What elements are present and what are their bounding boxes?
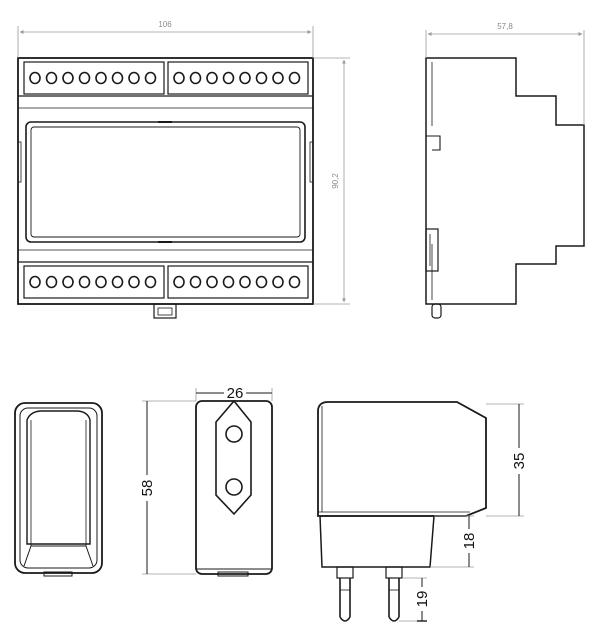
terminal-screw <box>239 71 251 85</box>
dim-plug-base: 18 <box>430 515 478 568</box>
dim-din-depth-label: 57,8 <box>497 22 513 31</box>
terminal-screw <box>255 275 268 289</box>
dim-pin-length-label: 19 <box>414 591 431 608</box>
dim-plug-width: 26 <box>195 384 273 402</box>
adapter-back-view <box>14 402 103 577</box>
terminal-screw <box>189 275 202 289</box>
terminal-screw <box>255 71 268 85</box>
din-module-side-view <box>425 57 585 319</box>
dim-plug-width-label: 26 <box>227 385 244 402</box>
terminal-screw <box>95 275 107 289</box>
terminal-screw <box>272 275 284 289</box>
terminal-screw <box>62 275 74 289</box>
terminal-screw <box>45 275 58 289</box>
terminal-screw <box>128 275 140 289</box>
terminal-screw <box>144 71 157 85</box>
terminal-screw <box>288 71 301 85</box>
dim-pin-length: 19 <box>399 577 431 622</box>
dim-plug-height-label: 58 <box>139 480 156 497</box>
terminal-screw <box>239 275 251 289</box>
terminal-screw <box>78 71 91 85</box>
terminal-screw <box>62 71 74 85</box>
dim-din-width-label: 106 <box>158 20 172 29</box>
terminal-screw <box>95 71 107 85</box>
terminal-screw <box>206 275 218 289</box>
terminal-screw <box>206 71 218 85</box>
dim-adapter-depth-label: 35 <box>511 453 528 470</box>
terminal-screw <box>111 275 124 289</box>
adapter-side-view <box>317 401 487 622</box>
dim-adapter-depth: 35 <box>486 403 528 517</box>
terminal-screw <box>222 71 235 85</box>
dim-din-height-label: 90,2 <box>331 173 340 189</box>
dim-din-width: 106 <box>17 20 314 58</box>
dim-din-height: 90,2 <box>313 57 350 305</box>
adapter-front-view <box>195 399 273 577</box>
terminal-screw <box>173 275 185 289</box>
terminal-screw <box>272 71 284 85</box>
terminal-screw <box>29 275 41 289</box>
terminal-screw <box>128 71 140 85</box>
dim-plug-base-label: 18 <box>461 533 478 550</box>
terminal-screw <box>45 71 58 85</box>
dim-din-depth: 57,8 <box>425 22 585 125</box>
terminal-screws <box>29 71 301 289</box>
terminal-screw <box>189 71 202 85</box>
terminal-screw <box>29 71 41 85</box>
terminal-screw <box>111 71 124 85</box>
din-module-front-view <box>17 57 314 319</box>
terminal-screw <box>78 275 91 289</box>
terminal-screw <box>222 275 235 289</box>
terminal-screw <box>144 275 157 289</box>
terminal-screw <box>288 275 301 289</box>
terminal-screw <box>173 71 185 85</box>
dim-plug-height: 58 <box>138 400 196 575</box>
